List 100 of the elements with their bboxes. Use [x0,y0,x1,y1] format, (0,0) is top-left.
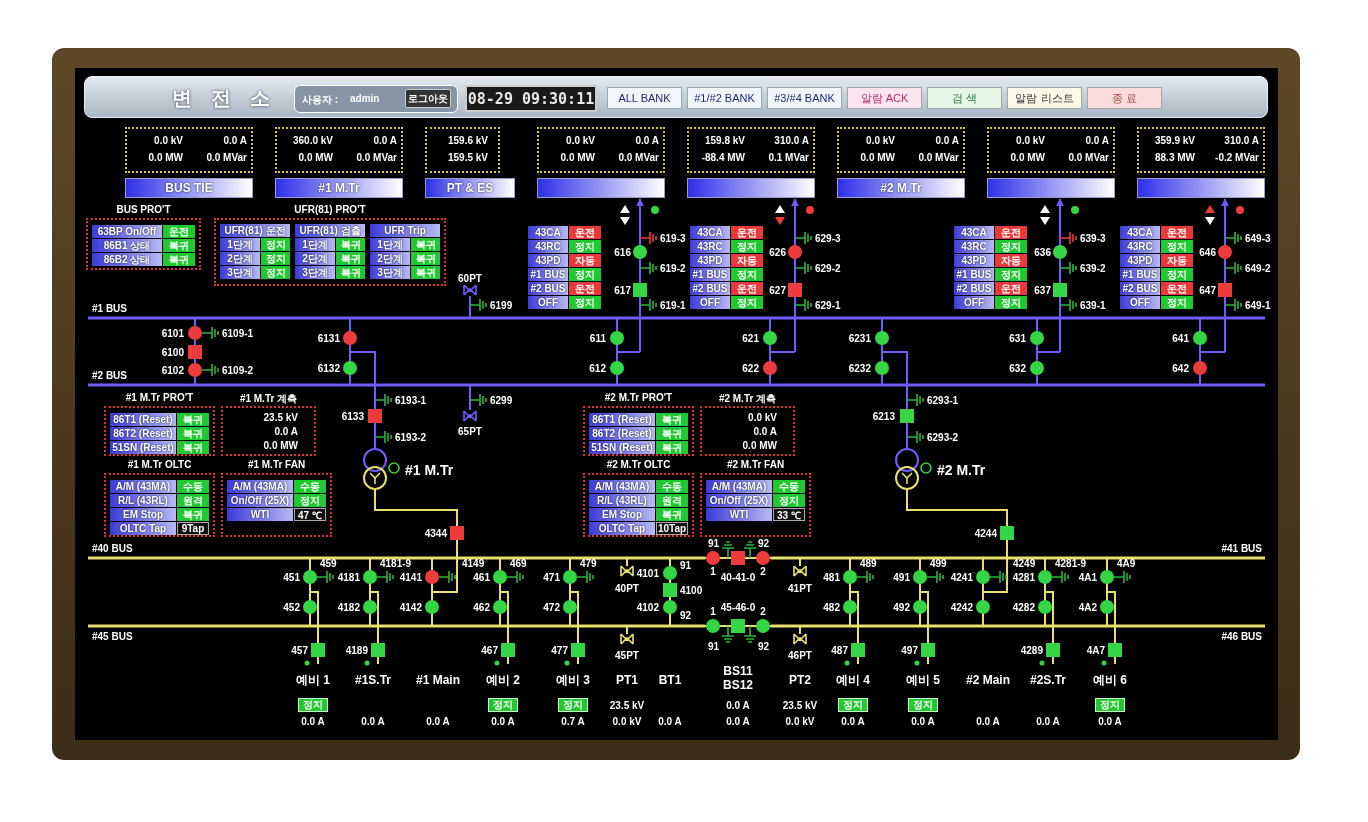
device-number: 469 [510,557,527,569]
bus-name: #2 BUS [92,369,127,381]
device-number: 40PT [615,582,639,594]
status-cell: 원격 [656,494,688,507]
status-cell: 수동 [773,480,805,493]
measurement-panel [275,127,403,173]
device-number: 4101 [636,567,659,579]
table-cell: #2 BUS [528,282,568,295]
measurement-value: 0.0 MW [741,440,777,451]
status-cell: 복귀 [163,253,195,266]
status-cell: 운전 [731,282,763,295]
table-cell: 3단계 [295,266,335,279]
device-number: 629-3 [815,232,841,244]
table-cell: A/M (43MA) [706,480,772,493]
status-cell: 10Tap [656,522,688,535]
device-number: 647 [1199,284,1216,296]
table-cell: WTI [227,508,293,521]
device-number: 6109-2 [222,364,254,376]
measurement-value: 0.0 A [658,715,682,727]
panel-heading: #2 M.Tr FAN [725,459,786,470]
device-number: 4282 [1012,601,1035,613]
table-cell: 3단계 [220,266,260,279]
device-number: 4281 [1012,571,1035,583]
status-cell: 자동 [1161,254,1193,267]
device-number: 622 [742,362,759,374]
measurement-value: 0.0 MW [1009,152,1045,163]
table-cell: 51SN (Reset) [589,441,655,454]
table-cell: 63BP On/Off [92,225,162,238]
menu-button: #1/#2 BANK [687,87,762,109]
measurement-value: 0.0 kV [565,135,595,146]
device-number: 6231 [848,332,871,344]
measurement-value: 0.0 A [426,715,450,727]
table-cell: 43PD [954,254,994,267]
device-number: 611 [589,332,606,344]
device-number: 6213 [872,410,895,422]
panel-heading: #1 M.Tr FAN [246,459,307,470]
device-number: 6102 [161,364,184,376]
device-number: 46PT [788,649,812,661]
transformer-name: #1 M.Tr [405,462,454,478]
name-bar [537,178,665,198]
status-cell: 9Tap [177,522,209,535]
status-badge: 정지 [1095,698,1125,712]
measurement-value: 0.0 MVar [917,152,959,163]
device-number: 627 [769,284,786,296]
device-number: 649-3 [1245,232,1271,244]
table-cell: #1 BUS [954,268,994,281]
status-cell: 운전 [163,225,195,238]
device-number: 6131 [317,332,340,344]
device-number: 45PT [615,649,639,661]
status-cell: 자동 [731,254,763,267]
feeder-name: 예비 3 [556,671,590,689]
device-number: 481 [823,571,840,583]
status-cell: 복귀 [656,508,688,521]
status-badge: 정지 [488,698,518,712]
device-number: 6101 [161,327,184,339]
table-cell: R/L (43RL) [110,494,176,507]
status-cell: 복귀 [177,427,209,440]
status-badge: 정지 [838,698,868,712]
status-cell: 정지 [995,268,1027,281]
bus-name: #45 BUS [92,630,133,642]
measurement-value: 23.5 kV [782,699,818,711]
table-cell: EM Stop [110,508,176,521]
measurement-value: 159.8 kV [703,135,745,146]
measurement-panel [1137,127,1265,173]
device-number: 4A2 [1078,601,1097,613]
measurement-value: 0.0 kV [612,715,642,727]
device-number: 4102 [636,601,659,613]
measurement-value: 23.5 kV [609,699,645,711]
device-number: 629-1 [815,299,841,311]
measurement-value: 0.0 MW [147,152,183,163]
table-cell: A/M (43MA) [227,480,293,493]
status-cell: 복귀 [336,266,365,279]
device-number: 91 [707,640,719,652]
device-number: 641 [1172,332,1189,344]
measurement-value: 0.0 A [1084,135,1109,146]
logout-button: 로그아웃 [405,89,451,108]
status-cell: 복귀 [177,441,209,454]
device-number: 452 [283,601,300,613]
measurement-value: 0.0 MW [297,152,333,163]
table-cell: 1단계 [220,238,260,251]
device-number: 621 [742,332,759,344]
feeder-name: 예비 4 [836,671,870,689]
table-cell: 43CA [1120,226,1160,239]
table-cell: 43CA [528,226,568,239]
measurement-panel [837,127,965,173]
status-cell: 정지 [995,240,1027,253]
table-cell: #2 BUS [954,282,994,295]
status-cell: 복귀 [336,252,365,265]
measurement-value: 0.0 MVar [205,152,247,163]
table-cell: 86B1 상태 [92,239,162,252]
device-number: 4A1 [1078,571,1097,583]
table-cell: 86B2 상태 [92,253,162,266]
measurement-value: 0.0 A [934,135,959,146]
status-cell: 정지 [1161,268,1193,281]
clock-display: 08-29 09:30:11 [465,85,597,112]
device-number: 1 [710,605,716,617]
table-cell: 86T2 (Reset) [110,427,176,440]
device-number: 626 [769,246,786,258]
table-cell: OLTC Tap [110,522,176,535]
bus-name: #40 BUS [92,542,133,554]
